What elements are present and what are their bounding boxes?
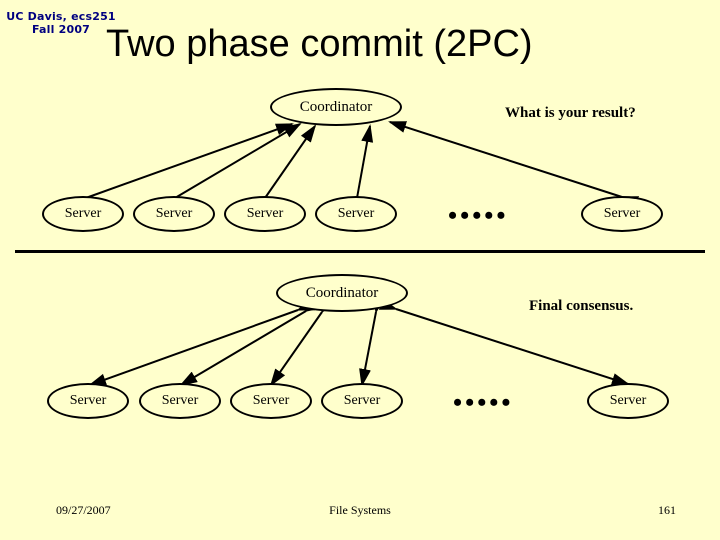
phase-two-server-2[interactable]: Server	[139, 383, 221, 419]
phase-one-coordinator-label: Coordinator	[299, 98, 373, 115]
phase-one-server-2-label: Server	[155, 206, 193, 221]
course-header-line2: Fall 2007	[31, 23, 91, 36]
phase-two-server-5[interactable]: Server	[587, 383, 669, 419]
phase-one-annotation: What is your result?	[505, 105, 636, 121]
phase-one-server-5-label: Server	[603, 206, 641, 221]
phase-two-server-1-label: Server	[69, 393, 107, 408]
phase-two-coordinator-node[interactable]: Coordinator	[276, 274, 408, 312]
phase-one-server-4-label: Server	[337, 206, 375, 221]
phase-two-server-3[interactable]: Server	[230, 383, 312, 419]
phase-one-server-3[interactable]: Server	[224, 196, 306, 232]
phase-two-server-1[interactable]: Server	[47, 383, 129, 419]
footer-title: File Systems	[329, 503, 391, 517]
phase-one-server-1[interactable]: Server	[42, 196, 124, 232]
page-title: Two phase commit (2PC)	[106, 23, 533, 65]
phase-two-server-2-label: Server	[161, 393, 199, 408]
phase-one-edges	[65, 121, 640, 215]
phase-one-coordinator-node[interactable]: Coordinator	[270, 88, 402, 126]
phase-two-server-3-label: Server	[252, 393, 290, 408]
footer-date: 09/27/2007	[56, 503, 111, 517]
phase-two-server-5-label: Server	[609, 393, 647, 408]
course-header-line1: UC Davis, ecs251	[6, 10, 116, 23]
phase-two-annotation: Final consensus.	[529, 298, 634, 314]
course-header: UC Davis, ecs251 Fall 2007	[6, 10, 116, 36]
phase-two-server-4-label: Server	[343, 393, 381, 408]
phase-two-ellipsis: •••••	[453, 388, 514, 417]
phase-one-server-1-label: Server	[64, 206, 102, 221]
phase-two-coordinator-label: Coordinator	[305, 284, 379, 301]
footer-page-number: 161	[658, 503, 676, 517]
phase-two-server-4[interactable]: Server	[321, 383, 403, 419]
phase-one-server-3-label: Server	[246, 206, 284, 221]
phase-one-ellipsis: •••••	[448, 201, 509, 230]
phase-one-server-2[interactable]: Server	[133, 196, 215, 232]
phase-two-edges	[88, 295, 630, 387]
phase-divider	[15, 250, 705, 253]
phase-one-server-5[interactable]: Server	[581, 196, 663, 232]
phase-one-server-4[interactable]: Server	[315, 196, 397, 232]
